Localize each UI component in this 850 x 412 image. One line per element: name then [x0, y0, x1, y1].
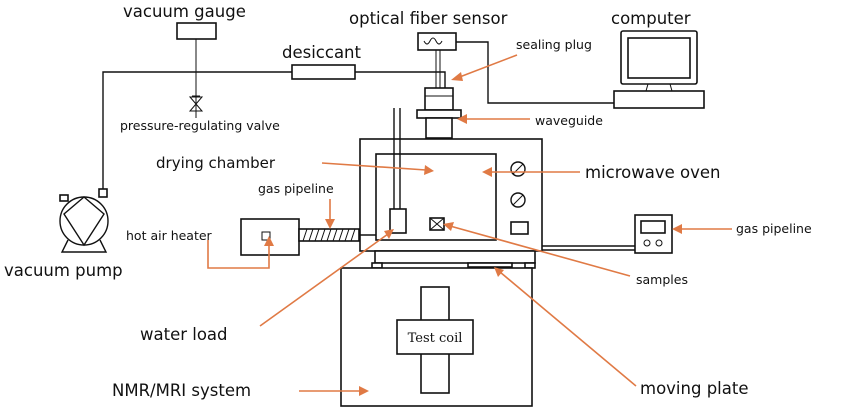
label-waveguide: waveguide: [535, 113, 603, 128]
vacuum-pipeline: [102, 64, 446, 192]
label-vacuum-gauge: vacuum gauge: [123, 2, 246, 21]
oven-dial-top-icon: [510, 161, 526, 177]
microwave-oven: [359, 138, 543, 269]
optical-fiber-sensor-icon: [417, 32, 457, 92]
pointer-arrows: [207, 54, 732, 396]
gas-pipeline-right: [542, 214, 673, 254]
gas-pipeline-left: [298, 228, 376, 242]
heater-indicator-icon: [261, 231, 271, 241]
waveguide-assembly: [416, 87, 462, 222]
nmr-mri-system: Test coil: [340, 267, 533, 407]
sensor-to-computer-cable: [456, 41, 614, 104]
samples-icon: [429, 217, 445, 231]
label-samples: samples: [636, 272, 688, 287]
desiccant-box: [291, 64, 356, 80]
oven-dial-bottom-icon: [510, 192, 526, 208]
vacuum-pump-icon: [59, 188, 109, 253]
label-gas-pipeline-left: gas pipeline: [258, 181, 334, 196]
label-vacuum-pump: vacuum pump: [4, 261, 123, 280]
hot-air-heater: [240, 218, 300, 256]
label-optical-fiber-sensor: optical fiber sensor: [349, 9, 508, 28]
label-drying-chamber: drying chamber: [156, 154, 276, 172]
label-computer: computer: [611, 9, 691, 28]
label-nmr-mri-system: NMR/MRI system: [112, 381, 251, 400]
label-moving-plate: moving plate: [640, 379, 748, 398]
label-desiccant: desiccant: [282, 43, 362, 62]
label-water-load: water load: [140, 325, 228, 344]
label-pressure-regulating-valve: pressure-regulating valve: [120, 118, 280, 133]
pressure-regulating-valve-icon: [188, 72, 204, 118]
test-coil-label: Test coil: [408, 331, 463, 346]
moving-plate: [467, 262, 513, 268]
water-load: [389, 108, 407, 234]
label-microwave-oven: microwave oven: [585, 163, 720, 182]
vacuum-gauge-box: [176, 22, 217, 40]
computer-icon: [613, 30, 705, 109]
test-coil: [396, 319, 474, 355]
label-gas-pipeline-right: gas pipeline: [736, 221, 812, 236]
label-sealing-plug: sealing plug: [516, 37, 592, 52]
label-hot-air-heater: hot air heater: [126, 228, 213, 243]
oven-button-icon: [510, 221, 529, 235]
